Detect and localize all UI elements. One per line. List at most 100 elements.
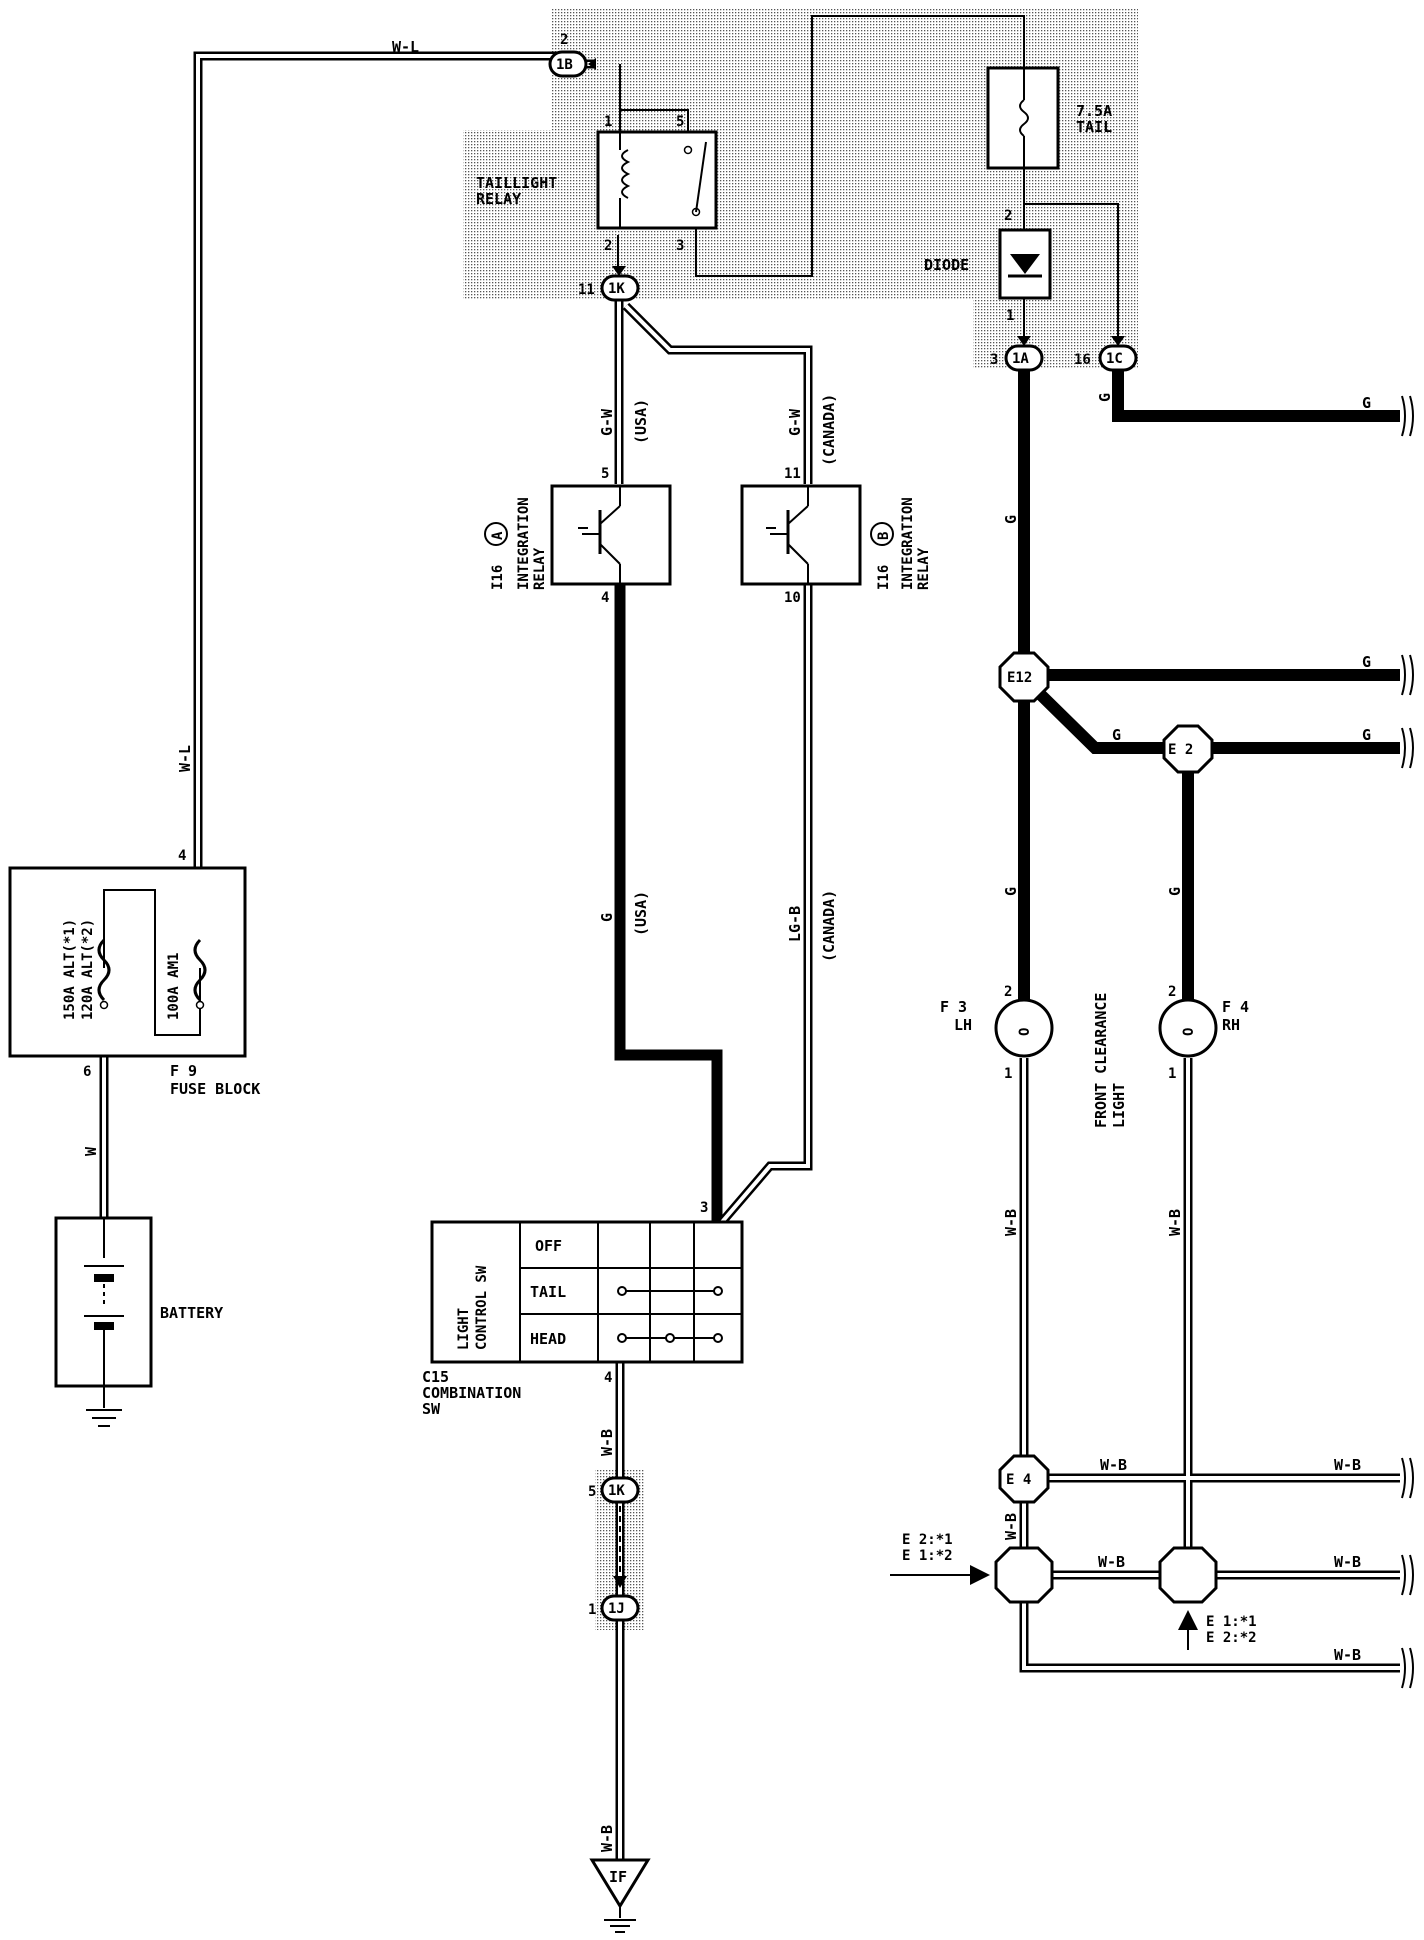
lamp-rh-side: RH [1222,1016,1240,1034]
wire-label-g-lh: G [1002,887,1020,896]
taillight-relay-label-2: RELAY [476,190,521,208]
wire-label-w-l-top: W-L [392,38,419,56]
diode-pin-top: 2 [1004,208,1012,224]
wire-label-w-b-mid: W-B [1098,1553,1125,1571]
connector-1a-label: 1A [1012,351,1029,367]
wire-label-w-b-right-3: W-B [1334,1646,1361,1664]
connector-1a: 1A [1004,336,1044,372]
wire-label-usa-bottom: (USA) [632,891,650,936]
connector-1j-label: 1J [608,1601,625,1617]
wire-label-w-b-lh: W-B [1002,1209,1020,1236]
combination-sw-row-tail: TAIL [530,1283,566,1301]
wire-label-g-right-1: G [1362,394,1371,412]
connector-1k-bottom: 1K [600,1476,640,1504]
combination-sw-pin-top: 3 [700,1200,708,1216]
wire-label-w-b-sw: W-B [598,1429,616,1456]
connector-1b-label: 1B [556,57,573,73]
connector-1b: 1B [548,50,596,78]
relay-a-label: I16 A INTEGRATION RELAY [484,497,548,590]
wire-label-w-l-side: W-L [176,745,194,772]
junction-e4: E 4 [998,1454,1050,1504]
note-right-2: E 2:*2 [1206,1630,1257,1646]
connector-1j-pin: 1 [588,1602,596,1618]
wire-label-w: W [82,1146,100,1156]
relay-a-id: I16 [490,565,506,590]
relay-b-pin-top: 11 [784,466,801,482]
junction-e12: E12 [998,651,1050,703]
wire-label-g-right-3: G [1362,726,1371,744]
wire-label-w-b-rh: W-B [1166,1209,1184,1236]
relay-block-wiring [617,15,1119,338]
wire-label-g-w-usa: G-W [598,408,616,436]
taillight-relay-label-1: TAILLIGHT [476,174,557,192]
relay-b-line2: RELAY [916,547,932,590]
tail-fuse [986,66,1060,170]
junction-ground-left [994,1546,1054,1604]
connector-1j: 1J [600,1506,640,1622]
wire-label-w-b-vert: W-B [1002,1513,1020,1540]
wire-w-b-right [1019,1058,1400,1673]
lamp-lh: O [994,998,1054,1058]
combination-sw-row-head: HEAD [530,1330,566,1348]
wire-label-g-usa: G [598,913,616,922]
fuse-label-150a: 150A ALT(*1) [62,919,78,1020]
integration-relay-a [550,484,672,586]
svg-text:O: O [1181,1028,1197,1036]
diode-pin-bottom: 1 [1006,308,1014,324]
relay-b-line1: INTEGRATION [900,497,916,590]
wire-g-usa [614,584,723,1222]
connector-1k-top-pin: 11 [578,282,595,298]
wire-label-g-rh: G [1166,887,1184,896]
connector-1b-pin: 2 [560,32,568,48]
diode [998,228,1052,300]
ground-label: IF [609,1868,627,1886]
connector-1k-bottom-pin: 5 [588,1484,596,1500]
note-right-1: E 1:*1 [1206,1614,1257,1630]
wire-label-g-mid: G [1112,726,1121,744]
lamp-lh-id: F 3 [940,998,967,1016]
combination-sw-pin-bottom: 4 [604,1370,612,1386]
wire-label-g-right-2: G [1362,653,1371,671]
wire-label-usa-top: (USA) [632,399,650,444]
wire-label-canada-bottom: (CANADA) [820,890,838,962]
connector-1c: 1C [1098,336,1138,372]
wire-continuation-marks [1401,395,1414,1689]
fuse-block-id: F 9 [170,1062,197,1080]
relay-a-pin-bottom: 4 [601,590,609,606]
fuse-block-pin-bottom: 6 [83,1064,91,1080]
connector-1k-top-label: 1K [608,281,625,297]
taillight-relay-pin-3: 3 [676,238,684,254]
wire-label-w-b-e4: W-B [1100,1456,1127,1474]
wire-label-w-b-ground: W-B [598,1825,616,1852]
lamp-lh-side: LH [954,1016,972,1034]
lamp-rh-pin-bottom: 1 [1168,1066,1176,1082]
relay-b-pin-bottom: 10 [784,590,801,606]
battery [54,1216,153,1427]
relay-a-line2: RELAY [532,547,548,590]
wire-label-canada-top: (CANADA) [820,394,838,466]
tail-fuse-name: TAIL [1076,118,1112,136]
wire-label-g-1a: G [1002,515,1020,524]
ground-if [589,1858,651,1933]
combination-sw-id: C15 [422,1368,449,1386]
tail-fuse-rating: 7.5A [1076,102,1112,120]
combination-sw-title-2: CONTROL SW [474,1265,490,1350]
wire-label-g-w-canada: G-W [786,408,804,436]
connector-1c-label: 1C [1106,351,1123,367]
diode-label: DIODE [924,256,969,274]
lamp-lh-pin-top: 2 [1004,984,1012,1000]
combination-sw-row-off: OFF [535,1237,562,1255]
taillight-relay-pin-1: 1 [604,114,612,130]
junction-e12-label: E12 [1007,670,1032,686]
connector-1k-bottom-label: 1K [608,1483,625,1499]
relay-b-letter: B [876,532,892,540]
wire-label-w-b-right-1: W-B [1334,1456,1361,1474]
combination-sw-title-1: LIGHT [456,1308,472,1350]
wire-lg-b [718,584,813,1225]
note-left-2: E 1:*2 [902,1548,953,1564]
relay-a-letter: A [490,531,506,540]
integration-relay-b [740,484,862,586]
junction-e4-label: E 4 [1006,1472,1031,1488]
connector-1a-pin: 3 [990,352,998,368]
relay-a-line1: INTEGRATION [516,497,532,590]
